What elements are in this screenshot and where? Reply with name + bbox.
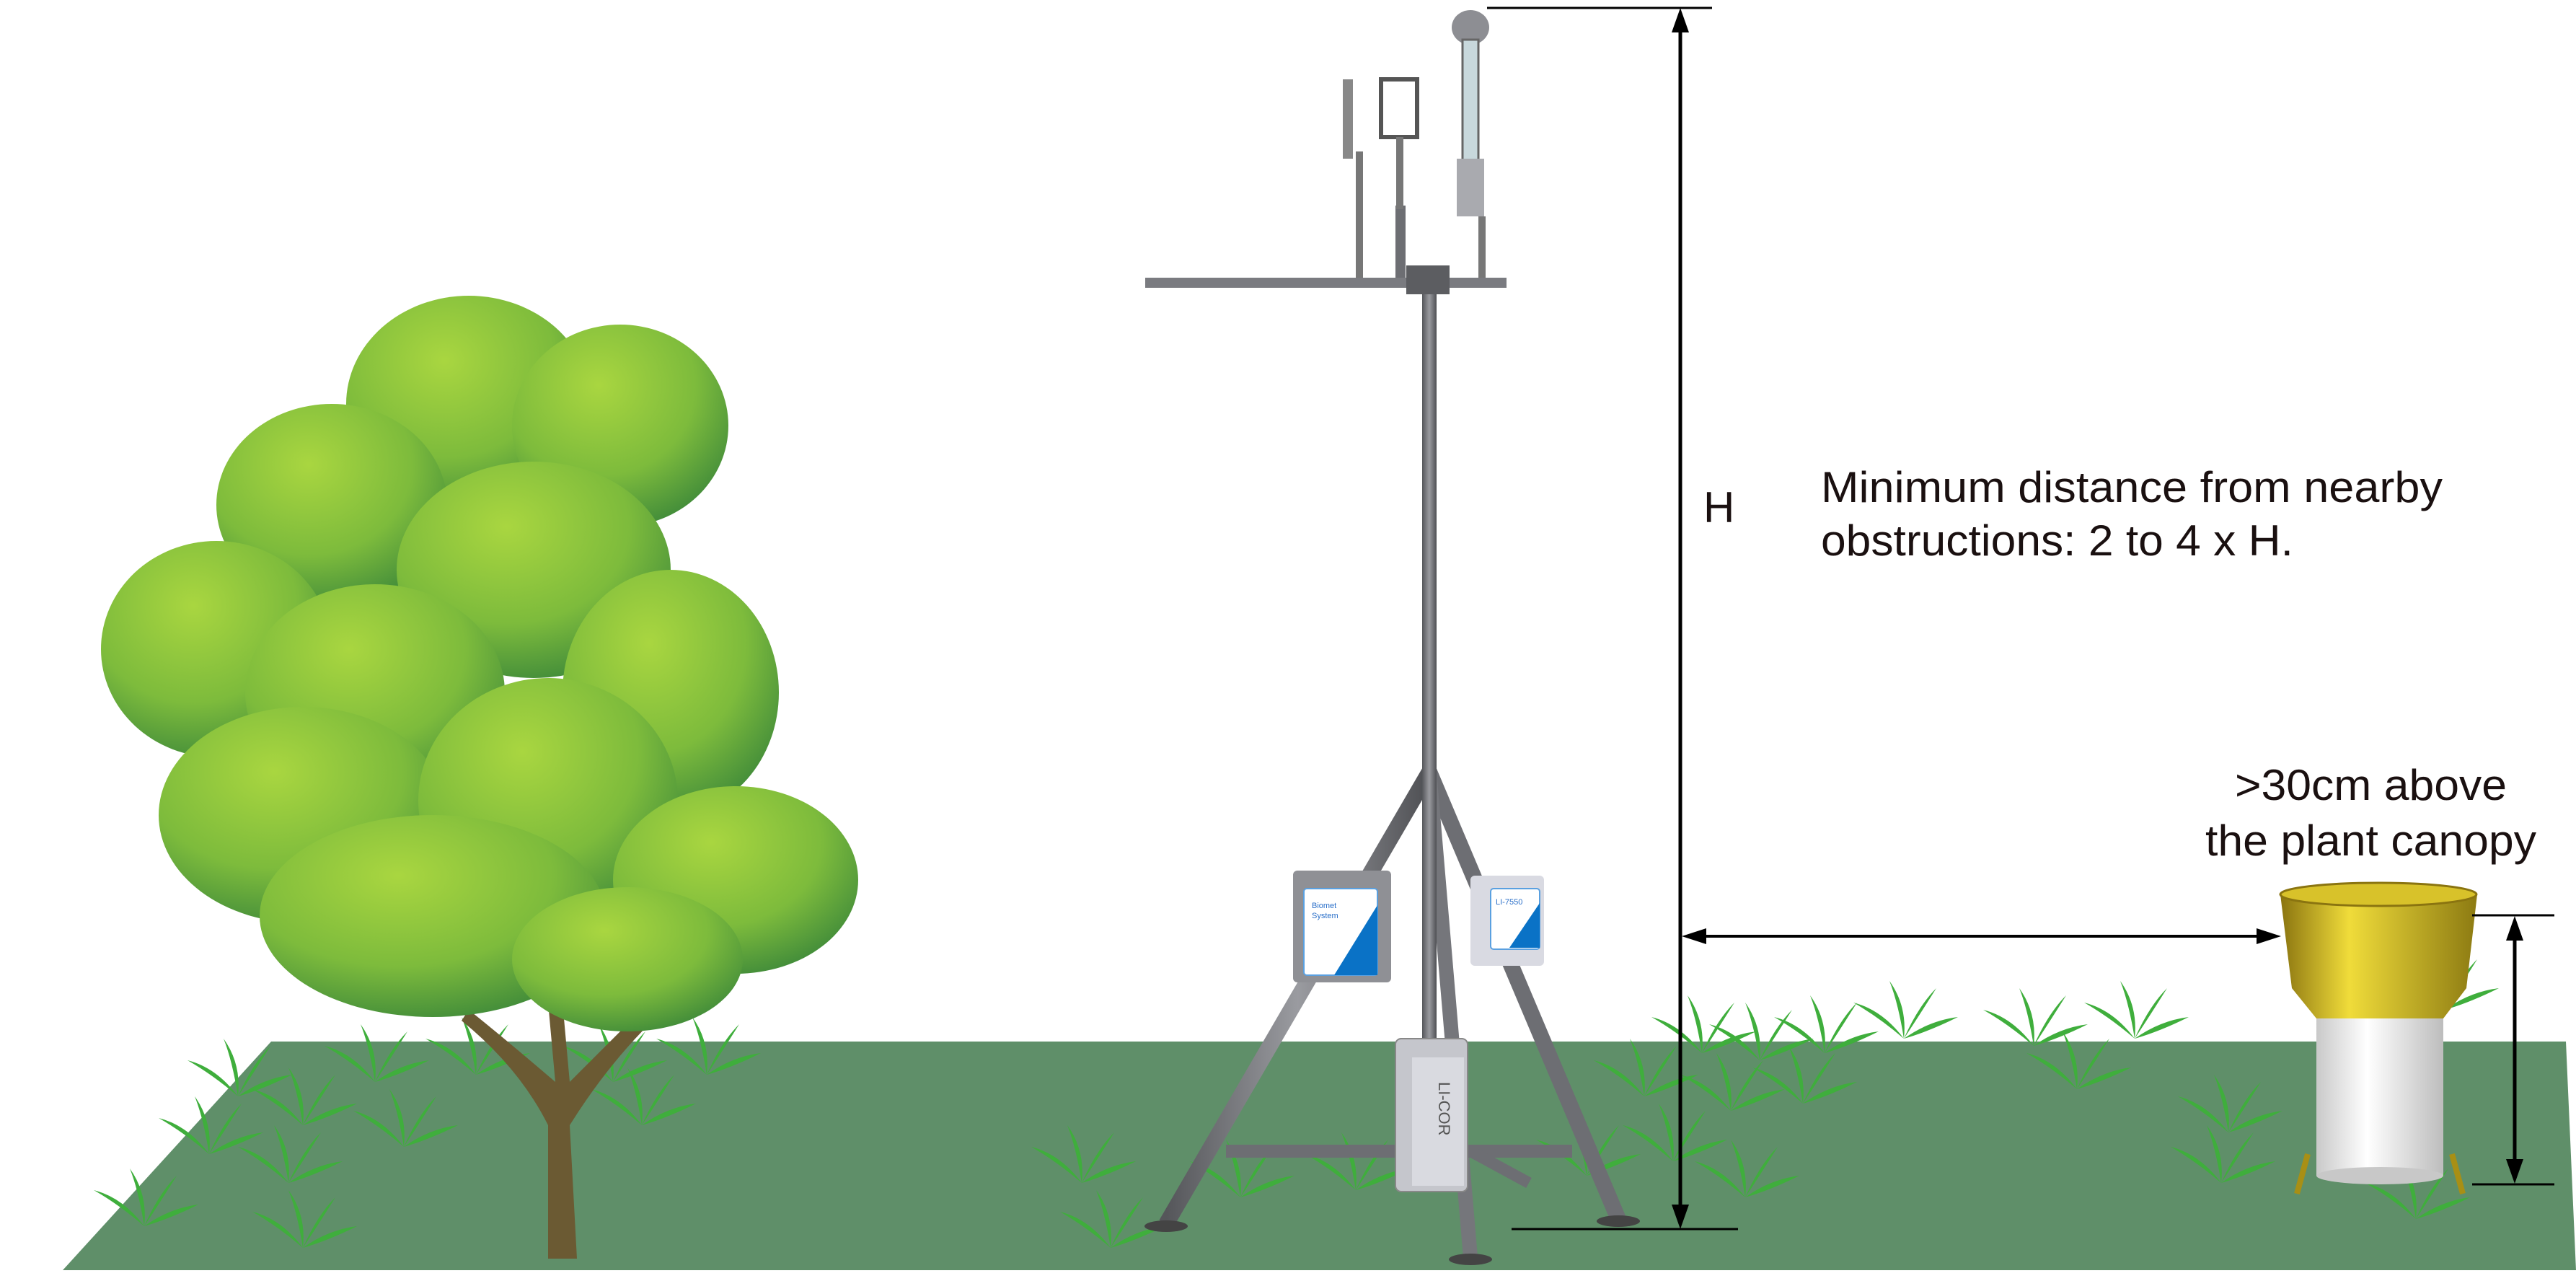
licor-box: LI-COR: [1395, 1038, 1468, 1192]
distance-text-line1: Minimum distance from nearby: [1821, 463, 2443, 511]
svg-text:LI-COR: LI-COR: [1435, 1082, 1453, 1136]
biomet-system-box: Biomet System: [1293, 871, 1391, 982]
gas-analyzer: [1452, 10, 1489, 278]
gauge-height-arrow: [2472, 914, 2554, 1186]
tree-canopy: [101, 296, 858, 1031]
tree: [101, 296, 858, 1259]
li-7550-box: LI-7550: [1470, 876, 1544, 966]
height-dimension: [1487, 6, 1738, 1231]
li-7550-label: LI-7550: [1496, 898, 1522, 907]
distance-arrow: [1682, 928, 2281, 944]
rh-probe: [1343, 79, 1363, 278]
biomet-label-line1: Biomet: [1312, 902, 1336, 910]
biomet-label-line2: System: [1312, 912, 1338, 920]
tower-mast: [1422, 274, 1437, 1161]
gauge-text-line2: the plant canopy: [2205, 816, 2536, 865]
distance-text-line2: obstructions: 2 to 4 x H.: [1821, 516, 2293, 565]
height-label: H: [1703, 483, 1734, 532]
tree-trunk: [462, 1003, 649, 1259]
sonic-anemometer: [1379, 77, 1419, 278]
flux-tower: Biomet System LI-7550 LI-COR: [1144, 10, 1640, 1265]
rain-gauge: [2279, 881, 2478, 1195]
gauge-text-line1: >30cm above: [2235, 761, 2507, 809]
